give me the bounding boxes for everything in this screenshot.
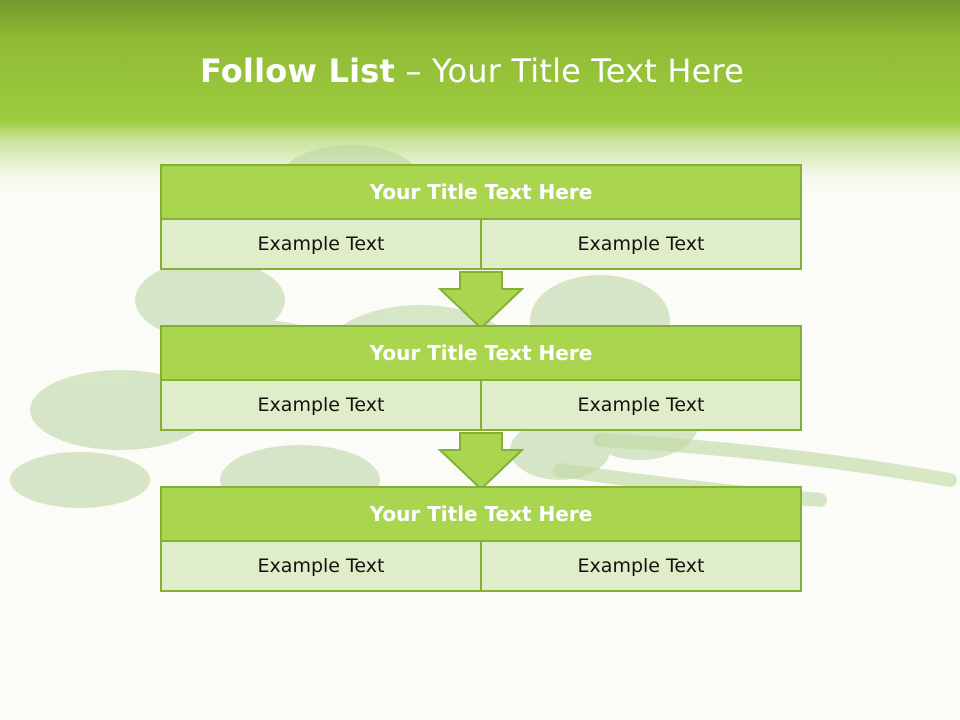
slide-title-rest: – Your Title Text Here <box>395 52 745 90</box>
slide-title-bold: Follow List <box>199 52 396 90</box>
down-arrow-icon <box>438 271 524 329</box>
list-block-3: Your Title Text Here Example Text Exampl… <box>160 486 802 592</box>
block-cell-left: Example Text <box>160 542 482 592</box>
block-row: Example Text Example Text <box>160 381 802 431</box>
block-cell-right: Example Text <box>482 381 802 431</box>
list-block-1: Your Title Text Here Example Text Exampl… <box>160 164 802 270</box>
block-row: Example Text Example Text <box>160 220 802 270</box>
block-cell-right: Example Text <box>482 542 802 592</box>
list-block-2: Your Title Text Here Example Text Exampl… <box>160 325 802 431</box>
block-title: Your Title Text Here <box>160 164 802 220</box>
block-cell-left: Example Text <box>160 381 482 431</box>
block-row: Example Text Example Text <box>160 542 802 592</box>
block-title: Your Title Text Here <box>160 325 802 381</box>
block-cell-left: Example Text <box>160 220 482 270</box>
down-arrow-icon <box>438 432 524 490</box>
block-cell-right: Example Text <box>482 220 802 270</box>
slide-title: Follow List – Your Title Text Here <box>0 52 944 90</box>
block-title: Your Title Text Here <box>160 486 802 542</box>
